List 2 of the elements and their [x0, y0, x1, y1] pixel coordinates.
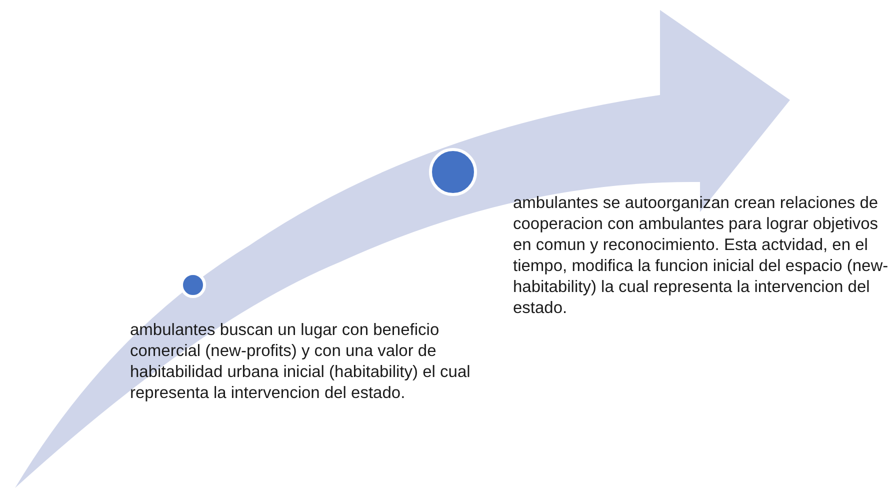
description-text: ambulantes buscan un lugar con beneficio comercial (new-profits) y con una valor de habitabilidad urbana inicial (habitability) el cual representa la intervencion del estado. [130, 320, 472, 404]
description-text: ambulantes se autoorganizan crean relaciones de cooperacion con ambulantes para lograr objetivos en comun y reconocimiento. Esta actvidad, en el tiempo, modifica la funcion inicial del espacio (new-habitability) la cual representa la intervencion del estado. [513, 193, 889, 319]
